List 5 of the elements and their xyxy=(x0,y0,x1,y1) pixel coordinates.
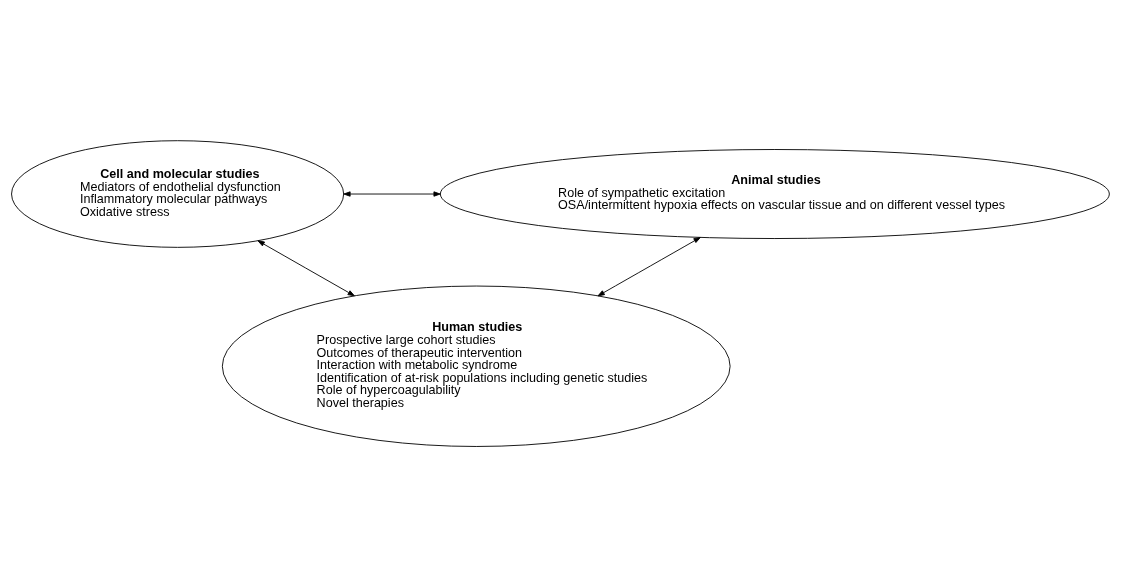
arrow xyxy=(597,236,701,296)
arrow xyxy=(343,190,441,197)
node-ellipse: Human studies Prospective large cohort studies Outcomes of therapeutic intervention Interaction with metabolic syndrome Identification of at-risk populations including genetic studies Role of hypercoagulability Novel therapies xyxy=(221,285,731,447)
node-ellipse: Animal studies Role of sympathetic excitation OSA/intermittent hypoxia effects on vascular tissue and on different vessel types xyxy=(439,148,1110,239)
arrow xyxy=(257,239,355,296)
